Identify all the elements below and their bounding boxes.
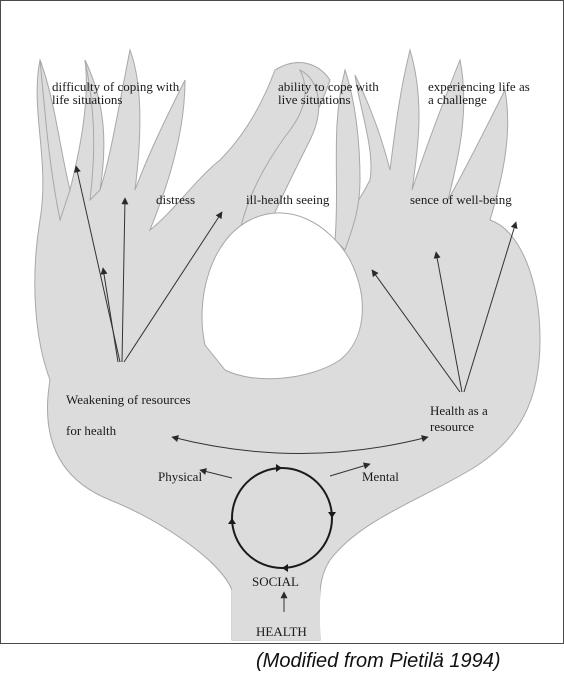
label-physical: Physical — [158, 470, 202, 483]
figure-caption: (Modified from Pietilä 1994) — [256, 650, 501, 673]
label-distress: distress — [156, 193, 195, 206]
label-resource-1: Health as a — [430, 404, 488, 417]
label-social: SOCIAL — [252, 575, 299, 588]
label-health: HEALTH — [256, 625, 307, 638]
label-weakening-2: for health — [66, 424, 116, 437]
label-resource-2: resource — [430, 420, 474, 433]
label-mental: Mental — [362, 470, 399, 483]
label-well-being: sence of well-being — [410, 193, 512, 206]
label-ill-health: ill-health seeing — [246, 193, 329, 206]
label-weakening-1: Weakening of resources — [66, 393, 191, 406]
